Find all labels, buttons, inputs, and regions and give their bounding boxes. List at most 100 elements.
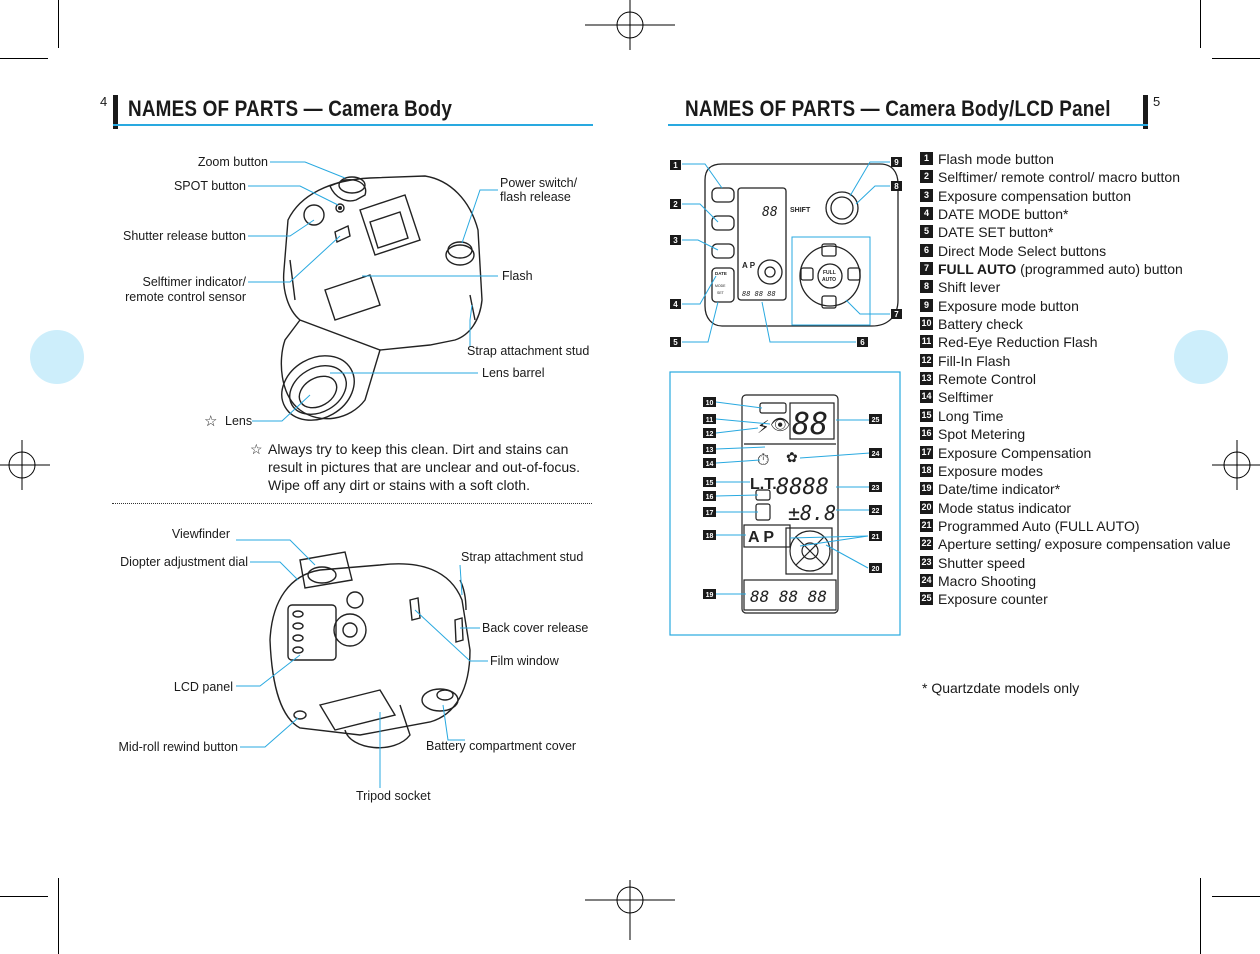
- svg-text:10: 10: [706, 400, 714, 407]
- legend-text: Long Time: [938, 407, 1240, 425]
- crop-mark: [1200, 878, 1201, 954]
- label-battery-cover: Battery compartment cover: [426, 739, 577, 753]
- title-rule-left: [113, 124, 593, 126]
- svg-text:19: 19: [706, 592, 714, 599]
- legend-item: 14 Selftimer: [920, 388, 1240, 406]
- legend-text: FULL AUTO (programmed auto) button: [938, 260, 1240, 278]
- label-strap-stud-front: Strap attachment stud: [467, 344, 590, 358]
- svg-text:25: 25: [872, 417, 880, 424]
- legend-text: Red-Eye Reduction Flash: [938, 333, 1240, 351]
- legend-text: Exposure counter: [938, 590, 1240, 608]
- crop-mark: [58, 878, 59, 954]
- note-text: Always try to keep this clean. Dirt and …: [268, 441, 581, 493]
- legend-label: DATE MODE button*: [938, 206, 1069, 223]
- legend-label: Selftimer/ remote control/ macro button: [938, 169, 1180, 186]
- label-lens: Lens: [225, 414, 253, 428]
- svg-text:23: 23: [872, 485, 880, 492]
- care-note: ☆ Always try to keep this clean. Dirt an…: [250, 440, 595, 494]
- legend-number: 14: [920, 390, 933, 404]
- legend-number: 1: [920, 152, 933, 165]
- svg-text:11: 11: [706, 417, 714, 424]
- legend-label: Exposure counter: [938, 591, 1048, 608]
- panel-counter-small: 88: [762, 205, 778, 220]
- page-title-left: NAMES OF PARTS — Camera Body: [128, 96, 453, 121]
- legend-number: 5: [920, 225, 933, 239]
- svg-text:12: 12: [706, 431, 714, 438]
- lcd-lt: L.T.: [750, 476, 777, 493]
- panel-auto: AUTO: [822, 277, 836, 283]
- legend-text: Flash mode button: [938, 150, 1240, 168]
- svg-text:8: 8: [894, 182, 899, 191]
- lcd-datetime: 88 88 88: [750, 587, 827, 606]
- page-number-right: 5: [1153, 94, 1161, 109]
- legend-number: 13: [920, 372, 933, 386]
- label-strap-stud-back: Strap attachment stud: [461, 550, 584, 564]
- legend-number: 23: [920, 555, 933, 569]
- legend-label: DATE SET button*: [938, 224, 1054, 241]
- svg-text:21: 21: [872, 534, 880, 541]
- legend-number: 12: [920, 353, 933, 367]
- svg-text:2: 2: [673, 200, 678, 209]
- legend-text: Selftimer: [938, 388, 1240, 406]
- legend-item: 13 Remote Control: [920, 370, 1240, 388]
- legend-text: Spot Metering: [938, 425, 1240, 443]
- lcd-eye-icon: 👁: [770, 415, 790, 434]
- top-panel-diagram: SHIFT FULL AUTO DATE MODE SET A P 88 88 …: [704, 163, 899, 327]
- label-selftimer-line1: Selftimer indicator/: [142, 275, 246, 289]
- legend-text: Fill-In Flash: [938, 352, 1240, 370]
- svg-text:6: 6: [860, 338, 865, 347]
- legend-label: Direct Mode Select buttons: [938, 242, 1107, 259]
- svg-text:18: 18: [706, 533, 714, 540]
- page-title-right: NAMES OF PARTS — Camera Body/LCD Panel: [685, 96, 1111, 121]
- legend-label: Fill-In Flash: [938, 352, 1011, 369]
- svg-text:7: 7: [894, 310, 899, 319]
- note-star: ☆: [250, 441, 263, 457]
- legend-label: Aperture setting/ exposure compensation …: [938, 536, 1231, 553]
- label-spot-button: SPOT button: [173, 179, 246, 193]
- legend-item: 5 DATE SET button*: [920, 223, 1240, 241]
- legend-number: 4: [920, 207, 933, 221]
- camera-back-illustration: [269, 551, 471, 749]
- legend-label: Remote Control: [938, 371, 1037, 388]
- legend-label: Red-Eye Reduction Flash: [938, 334, 1098, 351]
- legend-item: 4 DATE MODE button*: [920, 205, 1240, 223]
- crop-mark: [1200, 0, 1201, 48]
- lcd-shutter: 8888: [776, 475, 829, 500]
- label-flash: Flash: [502, 269, 533, 283]
- crop-mark: [1212, 58, 1260, 59]
- camera-front-illustration: [280, 175, 483, 421]
- crop-mark: [0, 58, 48, 59]
- legend-text: Mode status indicator: [938, 499, 1240, 517]
- svg-text:3: 3: [673, 236, 678, 245]
- legend-label: (programmed auto) button: [1016, 261, 1183, 278]
- registration-mark: [585, 880, 675, 940]
- legend-text: Date/time indicator*: [938, 480, 1240, 498]
- legend-label: Exposure Compensation: [938, 444, 1092, 461]
- label-viewfinder: Viewfinder: [171, 527, 230, 541]
- legend-label: Macro Shooting: [938, 572, 1037, 589]
- svg-text:24: 24: [872, 451, 880, 458]
- svg-text:9: 9: [894, 158, 899, 167]
- legend-text: DATE MODE button*: [938, 205, 1240, 223]
- legend-number: 24: [920, 573, 933, 587]
- legend-label: Date/time indicator*: [938, 481, 1061, 498]
- legend-text: Battery check: [938, 315, 1240, 333]
- svg-text:17: 17: [706, 510, 714, 517]
- legend-text: Exposure Compensation: [938, 444, 1240, 462]
- legend-item: 24 Macro Shooting: [920, 572, 1240, 590]
- svg-text:20: 20: [872, 566, 880, 573]
- label-diopter: Diopter adjustment dial: [120, 555, 248, 569]
- panel-date: DATE: [715, 271, 727, 276]
- crop-mark: [58, 0, 59, 48]
